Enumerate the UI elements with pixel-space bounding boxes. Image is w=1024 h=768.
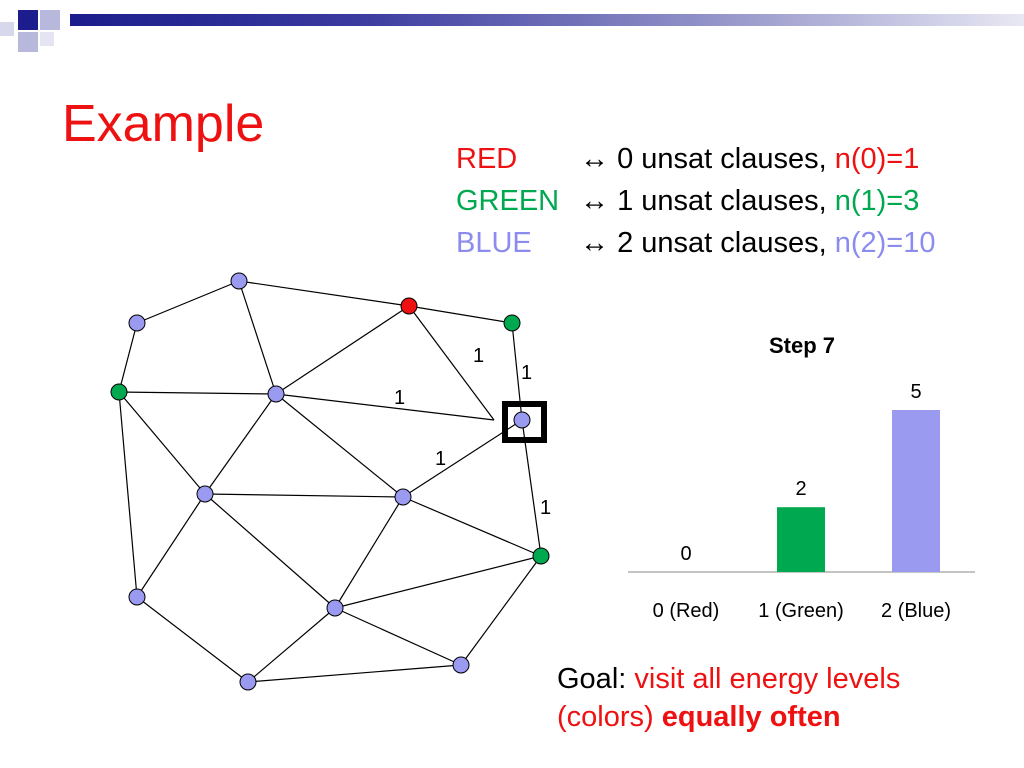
graph-node-green [503, 314, 521, 332]
chart-value-label: 5 [910, 381, 921, 403]
color-legend: RED ↔ 0 unsat clauses, n(0)=1 GREEN ↔ 1 un… [456, 138, 935, 264]
legend-arrow: ↔ [580, 185, 609, 217]
graph-edge [136, 596, 249, 683]
legend-color-name: RED [456, 143, 518, 175]
legend-text: 1 unsat clauses, [617, 185, 827, 217]
chart-category-label: 1 (Green) [758, 600, 844, 622]
header-bar [70, 14, 1024, 26]
graph-edge [204, 393, 277, 495]
graph-edge [238, 280, 277, 395]
selected-node-highlight [502, 401, 547, 443]
graph-edge [118, 322, 138, 393]
graph-node-green [532, 547, 550, 565]
legend-color-name: BLUE [456, 227, 532, 259]
graph-node-green [110, 383, 128, 401]
graph-node-blue [128, 314, 146, 332]
chart-bar [892, 410, 940, 572]
chart-category-label: 0 (Red) [653, 600, 720, 622]
goal-prefix: Goal: [557, 663, 635, 695]
graph-node-blue [452, 656, 470, 674]
graph-edge [334, 496, 404, 609]
legend-arrow: ↔ [580, 227, 609, 259]
goal-text: Goal: visit all energy levels (colors) e… [557, 660, 900, 736]
graph-edge [118, 391, 138, 598]
graph-node-blue-selected [513, 411, 531, 429]
corner-decoration [0, 0, 80, 60]
graph-node-blue [239, 673, 257, 691]
graph-node-blue [196, 485, 214, 503]
graph-edge [460, 555, 542, 666]
legend-row-red: RED ↔ 0 unsat clauses, n(0)=1 [456, 138, 935, 180]
chart-bar [777, 507, 825, 572]
legend-row-green: GREEN ↔ 1 unsat clauses, n(1)=3 [456, 180, 935, 222]
edge-label: 1 [521, 362, 532, 384]
legend-text: 0 unsat clauses, [617, 143, 827, 175]
chart-value-label: 2 [795, 478, 806, 500]
graph-edge [204, 493, 336, 609]
edge-label: 1 [473, 345, 484, 367]
graph-edge [204, 493, 404, 498]
edge-label: 1 [435, 448, 446, 470]
graph-edge [275, 393, 404, 498]
legend-count: n(0)=1 [834, 143, 920, 175]
graph-node-blue [394, 488, 412, 506]
bar-chart: Step 7 0 0 (Red) 2 1 (Green) 5 2 (Blue) [628, 333, 975, 622]
graph-node-blue [128, 588, 146, 606]
legend-row-blue: BLUE ↔ 2 unsat clauses, n(2)=10 [456, 222, 935, 264]
goal-emphasis: (colors) [557, 701, 662, 733]
graph-edge [334, 555, 542, 609]
graph-edge [408, 305, 513, 324]
graph-edge [247, 607, 336, 683]
goal-bold: equally often [661, 701, 841, 733]
legend-arrow: ↔ [580, 143, 609, 175]
graph-edge [118, 391, 277, 395]
edge-label: 1 [394, 387, 405, 409]
legend-count: n(2)=10 [834, 227, 936, 259]
graph-edges [118, 280, 542, 683]
graph-edge [275, 393, 495, 421]
graph-nodes [110, 272, 550, 691]
graph-node-red [400, 297, 418, 315]
graph-edge [402, 496, 542, 557]
graph-edge [136, 493, 206, 598]
goal-line-2: (colors) equally often [557, 698, 900, 736]
legend-count: n(1)=3 [834, 185, 920, 217]
chart-title: Step 7 [769, 333, 835, 358]
edge-label: 1 [540, 497, 551, 519]
goal-line-1: Goal: visit all energy levels [557, 660, 900, 698]
chart-category-label: 2 (Blue) [881, 600, 951, 622]
slide-title: Example [62, 95, 265, 153]
graph-node-blue [230, 272, 248, 290]
graph-node-blue [326, 599, 344, 617]
graph-edge [275, 305, 410, 395]
graph-edge [136, 280, 240, 324]
graph-node-blue [267, 385, 285, 403]
graph-edge [238, 280, 410, 307]
goal-emphasis: visit all energy levels [634, 663, 901, 695]
graph-edge [247, 664, 462, 683]
chart-value-label: 0 [680, 543, 691, 565]
graph-edge [408, 305, 495, 421]
legend-color-name: GREEN [456, 185, 560, 217]
graph-edge [334, 607, 462, 666]
graph-edge [118, 391, 206, 495]
legend-text: 2 unsat clauses, [617, 227, 827, 259]
